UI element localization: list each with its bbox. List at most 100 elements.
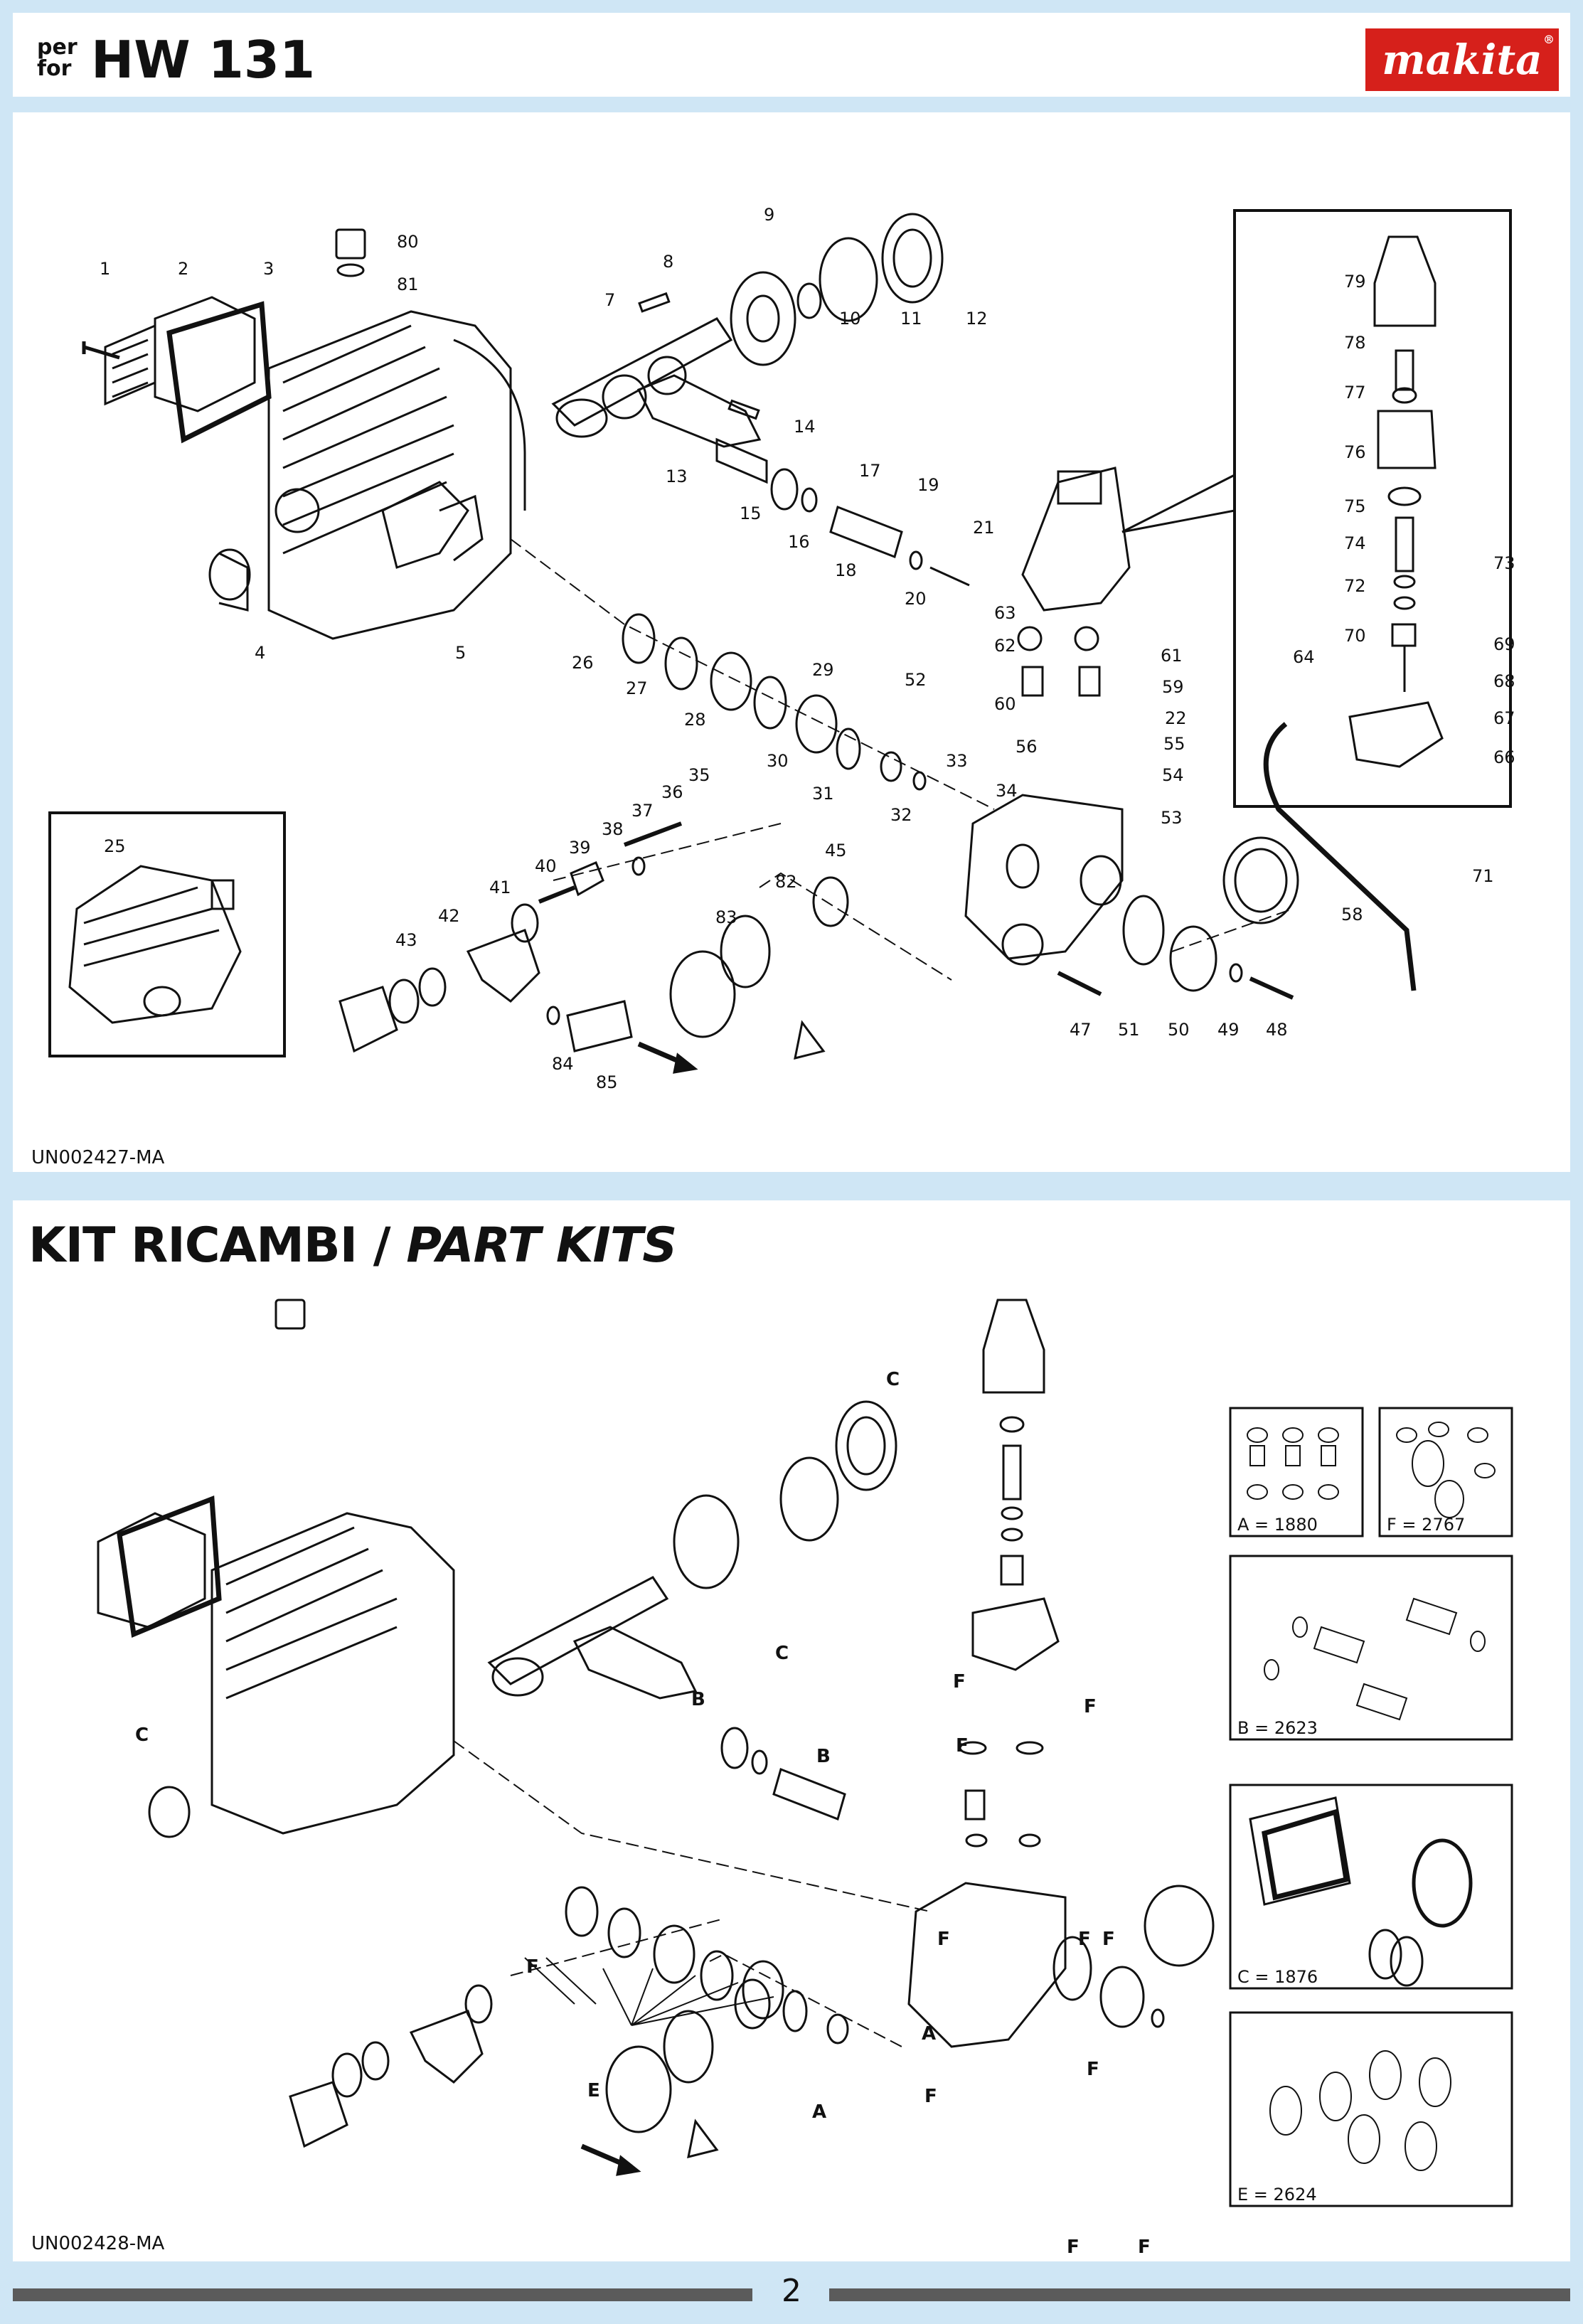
part-label: 50 [1168,1020,1190,1040]
part-label: 25 [104,836,126,856]
callout-f: F [1084,1696,1097,1717]
part-label: 67 [1493,708,1515,728]
part-label: 47 [1070,1020,1092,1040]
page-number: 2 [782,2273,801,2309]
callout-f: F [956,1735,969,1757]
callout-f: F [924,2086,937,2107]
callout-f: F [953,1671,966,1693]
part-label: 51 [1118,1020,1140,1040]
part-label: 52 [905,670,927,690]
part-label: 70 [1344,626,1366,646]
part-label: 73 [1493,553,1515,573]
part-label: 12 [966,309,988,329]
part-label: 81 [397,274,419,294]
part-label: 38 [602,819,624,839]
part-label: 11 [900,309,922,329]
part-kits-title: KIT RICAMBI / PART KITS [28,1217,677,1274]
part-label: 37 [631,801,654,821]
part-label: 35 [688,765,710,785]
part-label: 72 [1344,576,1366,596]
part-label: 53 [1161,808,1183,828]
part-label: 18 [835,560,857,580]
callout-f: F [1138,2237,1151,2258]
valve-inset-frame [1233,209,1512,808]
part-label: 45 [825,841,847,860]
part-label: 80 [397,232,419,252]
part-label: 39 [569,838,591,858]
part-label: 64 [1293,647,1315,667]
part-label: 30 [767,751,789,771]
footer-bar-right [829,2288,1570,2301]
part-label: 85 [596,1072,618,1092]
kit-label-f: F = 2767 [1387,1515,1465,1535]
diagram-code: UN002427-MA [31,1147,165,1168]
callout-e: E [587,2080,600,2101]
part-label: 10 [839,309,861,329]
callout-c: C [135,1725,149,1746]
part-label: 33 [946,751,968,771]
callout-f: F [1078,1929,1091,1950]
header: per for HW 131 makita® [13,13,1570,97]
assembled-pump-thumbnail [68,865,242,1024]
callout-b: B [691,1689,705,1710]
part-label: 84 [552,1054,574,1074]
part-label: 54 [1162,765,1184,785]
part-label: 31 [812,784,834,804]
part-label: 60 [994,694,1016,714]
part-label: 55 [1163,734,1185,754]
pump-head-upper [1021,467,1131,612]
kits-diagram-code: UN002428-MA [31,2233,165,2254]
per-for-label: per for [37,35,78,81]
callout-b: B [816,1746,831,1767]
callout-a: A [922,2023,936,2045]
part-label: 19 [917,475,939,495]
kit-label-b: B = 2623 [1237,1718,1318,1738]
crankshaft [551,317,733,438]
kit-label-a: A = 1880 [1237,1515,1318,1535]
part-label: 76 [1344,442,1366,462]
part-label: 27 [626,678,648,698]
callout-c: C [886,1369,900,1390]
part-label: 71 [1472,866,1494,886]
crankcase-housing [267,310,526,640]
callout-c: C [775,1643,789,1664]
callout-f: F [1067,2237,1080,2258]
part-label: 28 [684,710,706,730]
callout-f: F [937,1929,950,1950]
part-label: 7 [604,290,615,310]
part-label: 5 [455,643,466,663]
exploded-view-diagram: 1234578910111213141516171819202122252627… [48,205,1515,1092]
kit-b-box [1229,1555,1513,1741]
part-label: 16 [788,532,810,552]
part-label: 26 [572,653,594,673]
part-label: 75 [1344,496,1366,516]
unloader-parts [1263,235,1444,991]
part-label: 8 [663,252,673,272]
part-label: 74 [1344,533,1366,553]
part-label: 61 [1161,646,1183,666]
part-label: 63 [994,603,1016,623]
part-label: 66 [1493,747,1515,767]
part-label: 14 [794,417,816,437]
part-label: 79 [1344,272,1366,292]
part-label: 32 [890,805,912,825]
part-label: 58 [1341,905,1363,924]
part-label: 21 [973,518,995,538]
manifold-block [964,794,1124,966]
kit-label-c: C = 1876 [1237,1967,1318,1987]
part-label: 36 [661,782,683,802]
part-label: 13 [666,467,688,486]
part-label: 34 [996,781,1018,801]
gasket-3 [166,301,272,444]
part-label: 41 [489,878,511,897]
part-label: 1 [100,259,110,279]
part-label: 9 [764,205,774,225]
part-label: 83 [715,907,737,927]
part-label: 42 [438,906,460,926]
kit-f-box [1378,1407,1513,1537]
kit-label-e: E = 2624 [1237,2185,1317,2205]
part-label: 15 [740,503,762,523]
